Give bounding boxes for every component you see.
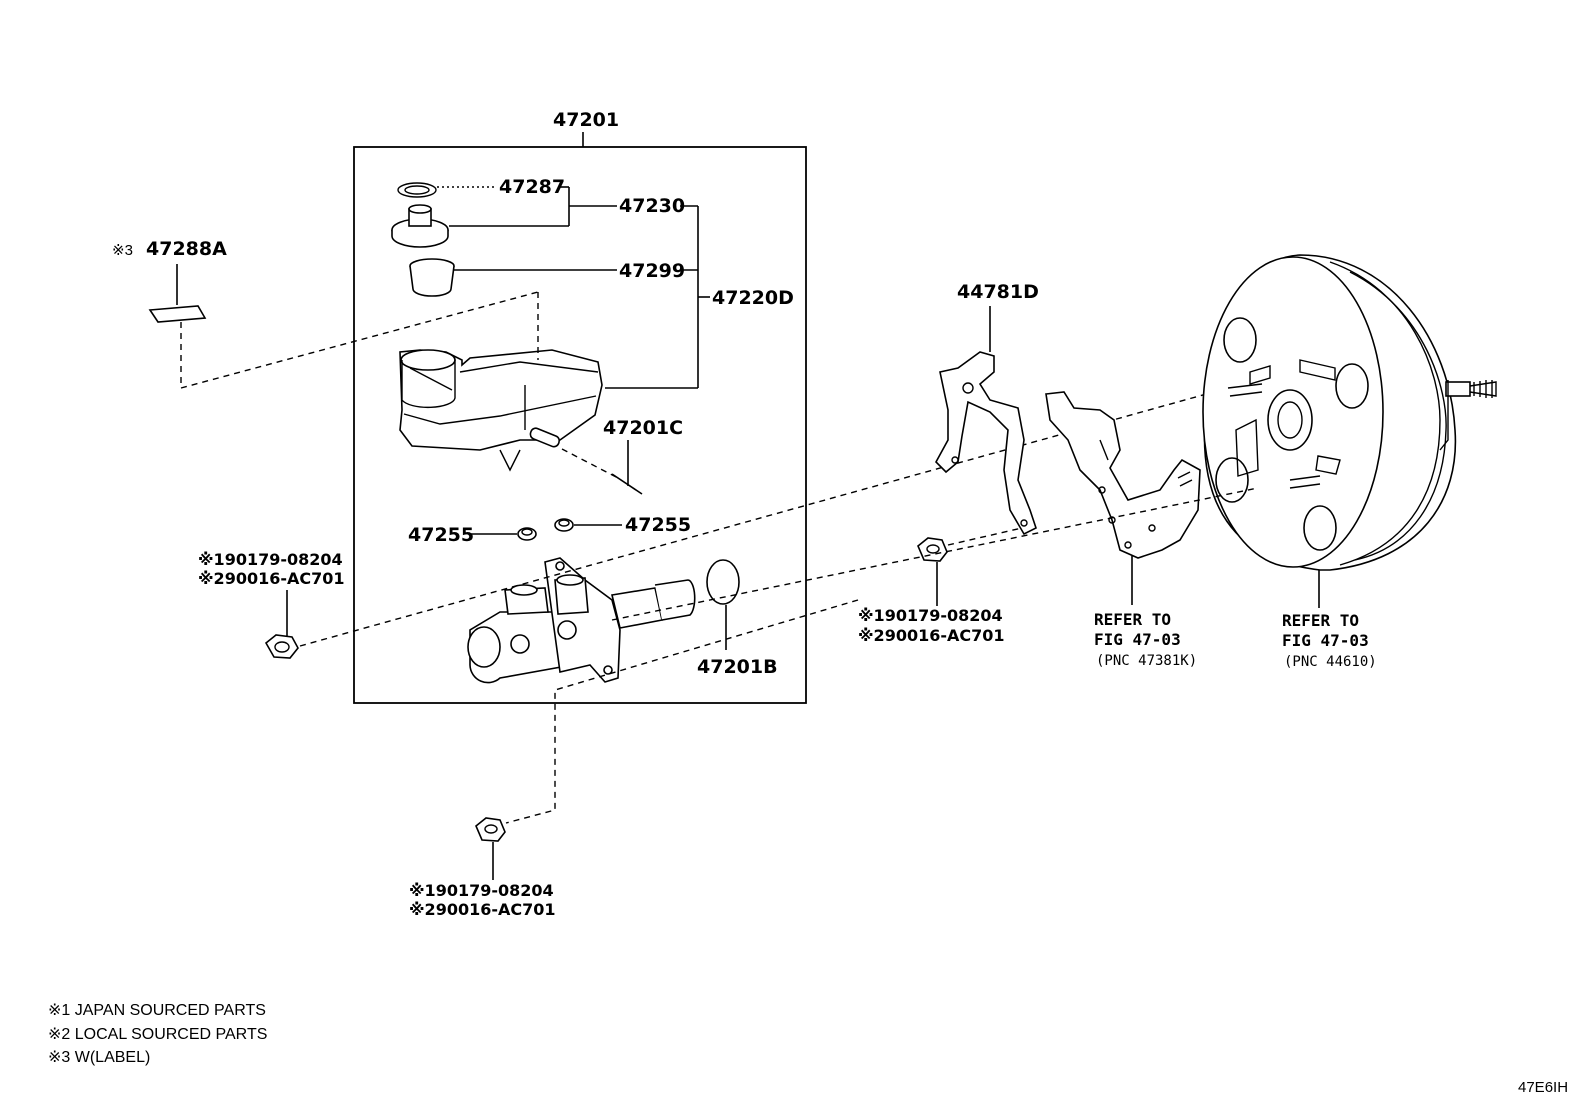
reservoir-strainer (409, 258, 455, 297)
label-47255-right[interactable]: 47255 (625, 514, 691, 536)
o-ring-47201B (706, 559, 740, 605)
assembly-frame (353, 146, 807, 704)
label-47288A-mark[interactable]: ※3 (112, 242, 133, 259)
reservoir-cap (391, 204, 449, 248)
label-47288A[interactable]: 47288A (146, 238, 227, 260)
nut-left-code-1[interactable]: ※190179-08204 (198, 550, 343, 569)
flange-nut-bottom (475, 817, 506, 842)
figure-code: 47E6IH (1518, 1079, 1568, 1096)
label-47220D[interactable]: 47220D (712, 287, 794, 309)
legend-item-2: ※2 LOCAL SOURCED PARTS (48, 1026, 267, 1043)
refer-booster-line2[interactable]: FIG 47-03 (1282, 631, 1369, 650)
refer-bracket-line2[interactable]: FIG 47-03 (1094, 630, 1181, 649)
flange-nut-left (264, 634, 299, 659)
nut-mid-code-2[interactable]: ※290016-AC701 (858, 626, 1005, 645)
refer-booster-line3[interactable]: (PNC 44610) (1284, 654, 1377, 670)
bracket-47381K (1045, 391, 1201, 559)
label-47201B[interactable]: 47201B (697, 656, 778, 678)
snap-ring-47287 (397, 182, 437, 198)
reservoir-pin (529, 427, 561, 448)
refer-bracket-line3[interactable]: (PNC 47381K) (1096, 653, 1197, 669)
flange-nut-mid (917, 537, 948, 562)
master-cylinder-body (467, 557, 696, 684)
grommet-right (554, 518, 574, 532)
reservoir-tank (399, 292, 603, 472)
label-47255-left[interactable]: 47255 (408, 524, 474, 546)
nut-bottom-code-1[interactable]: ※190179-08204 (409, 881, 554, 900)
caution-label-sticker (148, 305, 207, 323)
label-47201C[interactable]: 47201C (603, 417, 683, 439)
nut-left-code-2[interactable]: ※290016-AC701 (198, 569, 345, 588)
label-47230[interactable]: 47230 (619, 195, 685, 217)
nut-mid-code-1[interactable]: ※190179-08204 (858, 606, 1003, 625)
refer-booster-line1[interactable]: REFER TO (1282, 611, 1359, 630)
label-47287[interactable]: 47287 (499, 176, 565, 198)
brake-booster (1202, 254, 1497, 571)
grommet-left (517, 527, 537, 541)
label-47201[interactable]: 47201 (553, 109, 619, 131)
label-44781D[interactable]: 44781D (957, 281, 1039, 303)
label-47299[interactable]: 47299 (619, 260, 685, 282)
refer-bracket-line1[interactable]: REFER TO (1094, 610, 1171, 629)
bracket-44781D (935, 351, 1037, 536)
legend-item-1: ※1 JAPAN SOURCED PARTS (48, 1002, 266, 1019)
nut-bottom-code-2[interactable]: ※290016-AC701 (409, 900, 556, 919)
legend-item-3: ※3 W(LABEL) (48, 1049, 150, 1066)
